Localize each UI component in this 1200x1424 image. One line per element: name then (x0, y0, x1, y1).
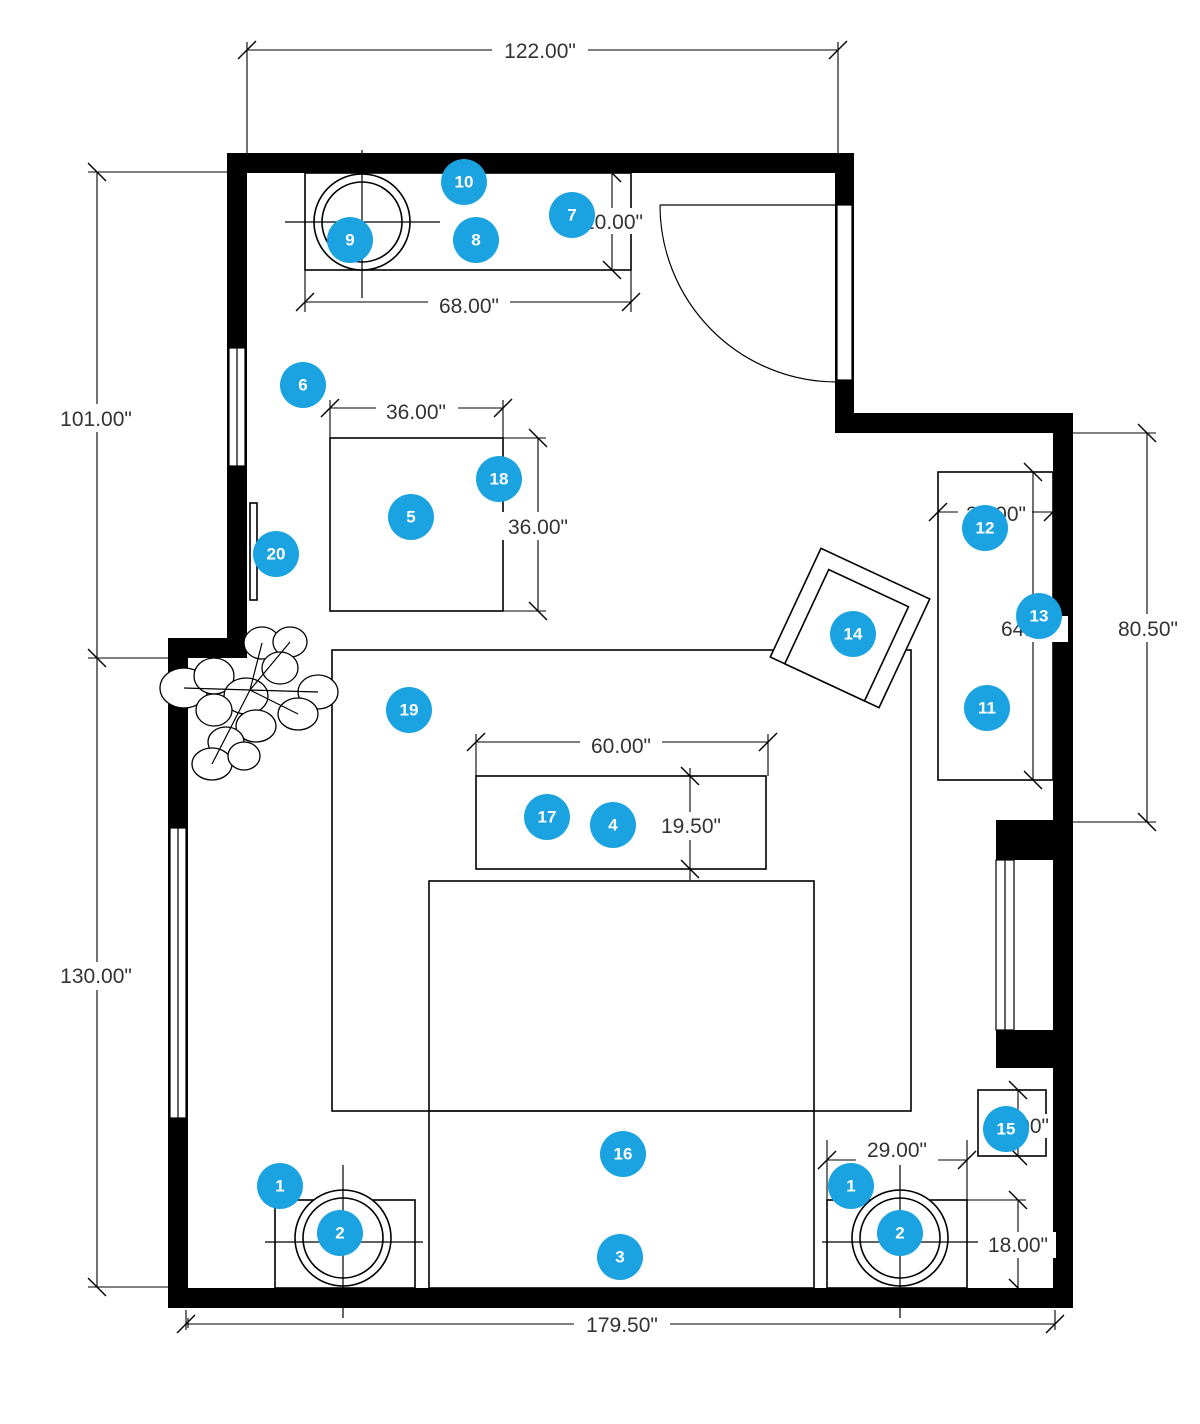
marker-2-right[interactable]: 2 (877, 1210, 923, 1256)
marker-4[interactable]: 4 (590, 802, 636, 848)
marker-8[interactable]: 8 (453, 217, 499, 263)
marker-3[interactable]: 3 (597, 1234, 643, 1280)
svg-text:10: 10 (455, 173, 474, 192)
door-opening (836, 204, 853, 381)
wall-bay-lower (996, 1030, 1073, 1068)
svg-text:6: 6 (298, 376, 307, 395)
dim-left-lower: 130.00" (60, 965, 132, 988)
plant-icon (159, 626, 339, 781)
marker-1-left[interactable]: 1 (257, 1163, 303, 1209)
wall-bottom (168, 1288, 1073, 1308)
svg-text:20: 20 (267, 545, 286, 564)
wall-bay-upper (996, 820, 1073, 860)
marker-11[interactable]: 11 (964, 685, 1010, 731)
marker-1-right[interactable]: 1 (828, 1163, 874, 1209)
svg-text:14: 14 (844, 625, 863, 644)
svg-text:15: 15 (997, 1120, 1016, 1139)
dim-bench-width: 60.00" (591, 735, 651, 758)
marker-16[interactable]: 16 (600, 1131, 646, 1177)
marker-13[interactable]: 13 (1016, 593, 1062, 639)
dim-dresser-width: 68.00" (439, 295, 499, 318)
svg-text:1: 1 (275, 1177, 284, 1196)
marker-6[interactable]: 6 (280, 362, 326, 408)
marker-20[interactable]: 20 (253, 531, 299, 577)
marker-10[interactable]: 10 (441, 159, 487, 205)
dim-bench-depth: 19.50" (661, 815, 721, 838)
bed (428, 880, 815, 1289)
dim-table-depth: 36.00" (508, 516, 568, 539)
marker-19[interactable]: 19 (386, 687, 432, 733)
marker-2-left[interactable]: 2 (317, 1210, 363, 1256)
door (659, 204, 838, 383)
marker-17[interactable]: 17 (524, 794, 570, 840)
svg-text:11: 11 (978, 699, 996, 718)
dim-bottom-width: 179.50" (586, 1314, 658, 1337)
marker-14[interactable]: 14 (830, 611, 876, 657)
wall-alcove-top (835, 413, 1073, 433)
markers: 1 1 2 2 3 4 5 6 7 8 9 10 (253, 159, 1062, 1280)
marker-12[interactable]: 12 (962, 505, 1008, 551)
svg-text:17: 17 (538, 808, 557, 827)
svg-text:5: 5 (406, 508, 415, 527)
wall-top (227, 153, 854, 173)
wall-right (1053, 413, 1073, 1308)
svg-text:1: 1 (846, 1177, 855, 1196)
marker-5[interactable]: 5 (388, 494, 434, 540)
svg-text:16: 16 (614, 1145, 633, 1164)
marker-7[interactable]: 7 (549, 192, 595, 238)
dim-right-alcove: 80.50" (1118, 618, 1178, 641)
dim-dresser-depth: 20.00" (583, 211, 643, 234)
marker-9[interactable]: 9 (327, 217, 373, 263)
svg-text:8: 8 (471, 231, 480, 250)
svg-text:7: 7 (567, 206, 576, 225)
windows (169, 204, 1015, 1119)
svg-text:2: 2 (895, 1224, 904, 1243)
dim-table-width: 36.00" (386, 401, 446, 424)
dim-left-upper: 101.00" (60, 408, 132, 431)
svg-text:18: 18 (490, 470, 509, 489)
svg-text:19: 19 (400, 701, 419, 720)
marker-18[interactable]: 18 (476, 456, 522, 502)
dim-top-width: 122.00" (504, 40, 576, 63)
marker-15[interactable]: 15 (983, 1106, 1029, 1152)
svg-text:12: 12 (976, 519, 995, 538)
svg-text:9: 9 (345, 231, 354, 250)
svg-text:13: 13 (1030, 607, 1049, 626)
svg-text:4: 4 (608, 816, 618, 835)
dim-nightstand-width: 29.00" (867, 1139, 927, 1162)
dim-nightstand-depth: 18.00" (988, 1234, 1048, 1257)
svg-text:2: 2 (335, 1224, 344, 1243)
svg-text:3: 3 (615, 1248, 624, 1267)
